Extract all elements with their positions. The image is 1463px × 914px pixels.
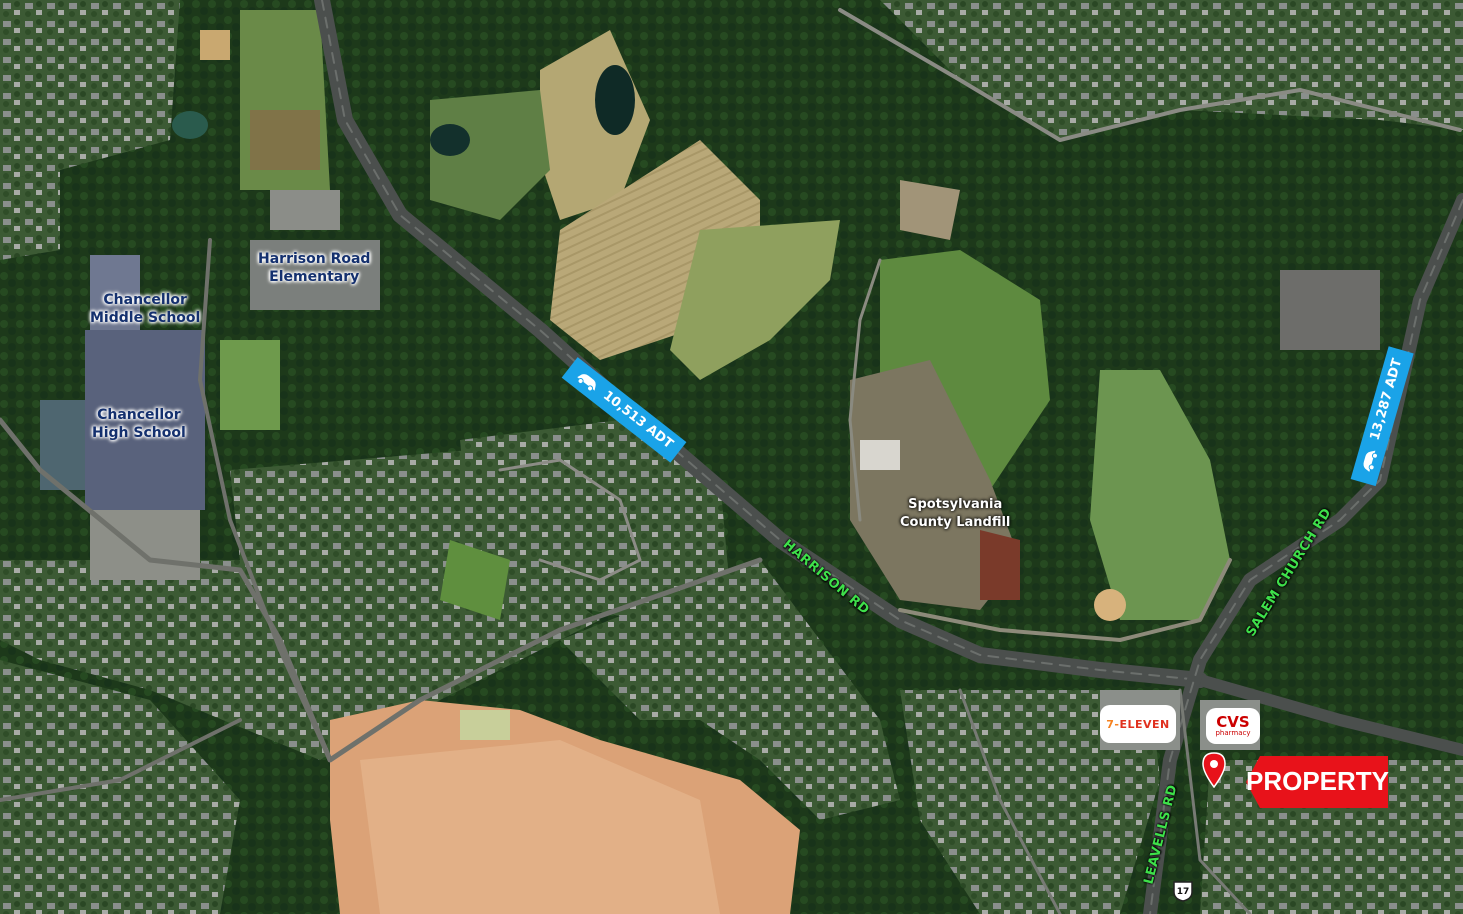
label-line: County Landfill	[900, 515, 1011, 530]
label-spotsylvania-landfill: Spotsylvania County Landfill	[900, 496, 1010, 532]
cvs-logo: CVS pharmacy	[1206, 708, 1260, 744]
car-icon	[1363, 450, 1378, 472]
property-callout[interactable]: PROPERTY	[1246, 756, 1390, 808]
label-line: Middle School	[90, 310, 201, 326]
location-pin-icon[interactable]	[1202, 752, 1226, 788]
callout-arrow-shape	[1246, 756, 1388, 808]
label-line: Chancellor	[103, 292, 187, 308]
logo-part: ELEVEN	[1119, 717, 1170, 731]
cvs-sub: pharmacy	[1215, 729, 1251, 737]
seven-eleven-logo: 7-ELEVEN	[1100, 705, 1176, 743]
label-line: High School	[92, 425, 186, 441]
car-icon	[577, 374, 596, 392]
traffic-badge-salem-church: 13,287 ADT	[1350, 345, 1414, 487]
label-chancellor-middle-school: Chancellor Middle School	[90, 291, 200, 327]
seven-eleven-text: 7-ELEVEN	[1106, 718, 1170, 731]
label-harrison-road-elementary: Harrison Road Elementary	[258, 250, 370, 286]
property-label: PROPERTY	[1246, 766, 1390, 796]
logo-part: 7-	[1106, 717, 1120, 731]
label-line: Spotsylvania	[908, 497, 1003, 512]
cvs-name: CVS	[1216, 713, 1250, 731]
route-shield-icon: 17	[1173, 881, 1193, 902]
label-line: Elementary	[269, 269, 360, 285]
label-chancellor-high-school: Chancellor High School	[92, 406, 186, 442]
traffic-badge-harrison: 10,513 ADT	[561, 357, 687, 463]
label-line: Harrison Road	[258, 251, 371, 267]
route-number: 17	[1177, 887, 1190, 897]
label-line: Chancellor	[97, 407, 181, 423]
